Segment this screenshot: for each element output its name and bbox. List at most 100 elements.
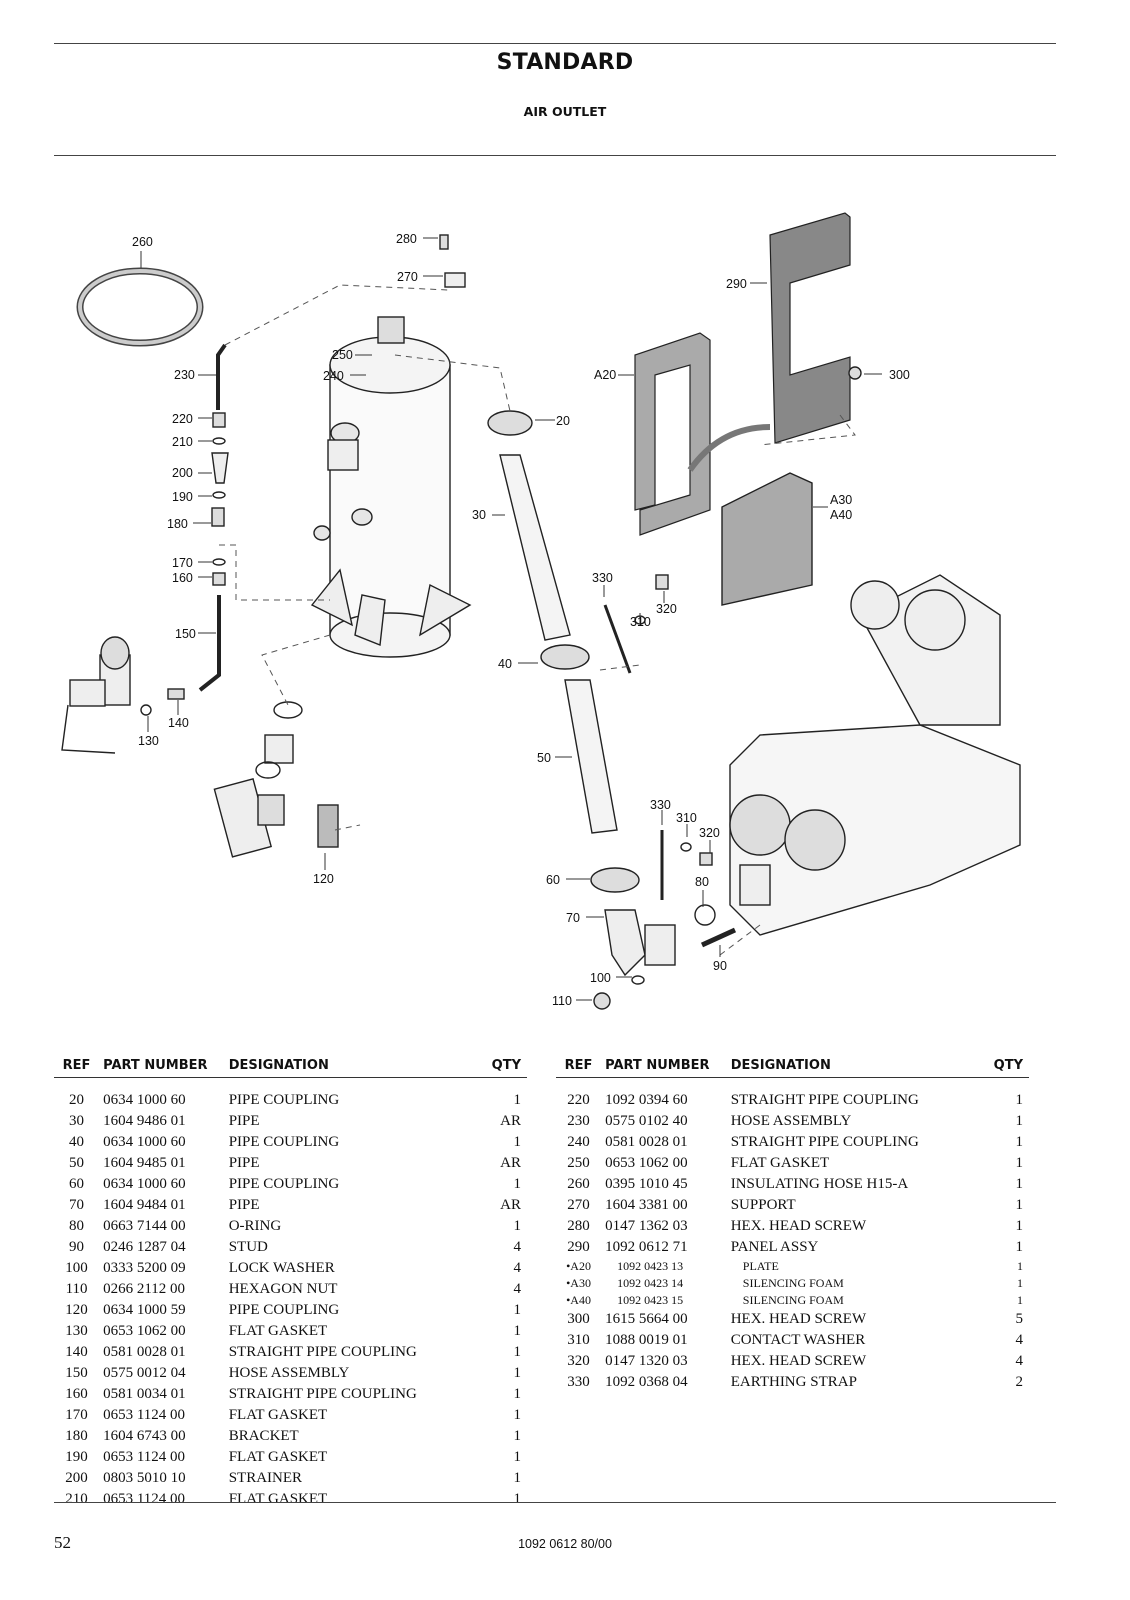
callout: 90	[713, 959, 727, 973]
row-ref: 230	[567, 1113, 590, 1129]
o-ring-drawing	[694, 904, 716, 926]
row-qty: 1	[1015, 1239, 1024, 1255]
row-ref: 170	[65, 1407, 88, 1423]
row-ref: 60	[69, 1176, 85, 1192]
lock-washer-drawing	[631, 975, 645, 985]
row-part-number: 0333 5200 09	[103, 1260, 186, 1276]
row-designation: FLAT GASKET	[228, 1407, 328, 1423]
row-part-number: 0653 1124 00	[103, 1491, 186, 1507]
screw-300-drawing	[848, 366, 862, 380]
row-ref: 320	[567, 1353, 590, 1369]
callout: 280	[396, 232, 417, 246]
callout: 210	[172, 435, 193, 449]
callout: 290	[726, 277, 747, 291]
footer-rule	[54, 1502, 1056, 1503]
row-qty: 4	[1015, 1353, 1024, 1369]
row-ref: 220	[567, 1092, 590, 1108]
row-ref: 80	[69, 1218, 85, 1234]
lower-coupling-drawing	[213, 701, 339, 858]
screw-320-drawing	[655, 574, 669, 590]
callout: 320	[699, 826, 720, 840]
row-designation: STRAINER	[228, 1470, 303, 1486]
callout: 110	[552, 994, 572, 1008]
row-part-number: 1088 0019 01	[605, 1332, 688, 1348]
row-designation: HOSE ASSEMBLY	[730, 1113, 852, 1129]
row-designation: LOCK WASHER	[228, 1260, 335, 1276]
callout: 120	[313, 872, 334, 886]
row-ref: 310	[567, 1332, 590, 1348]
header-designation: DESIGNATION	[730, 1058, 831, 1073]
row-designation: STUD	[228, 1239, 268, 1255]
row-designation: FLAT GASKET	[730, 1155, 830, 1171]
row-qty: 1	[1015, 1134, 1024, 1150]
row-part-number: 0575 0012 04	[103, 1365, 186, 1381]
row-ref: 140	[65, 1344, 88, 1360]
hex-head-screw-drawing	[439, 234, 449, 250]
compressor-element-drawing	[729, 574, 1021, 936]
row-part-number: 0653 1062 00	[103, 1323, 186, 1339]
row-ref: 110	[65, 1281, 88, 1297]
callout: 220	[172, 412, 193, 426]
callout-leaders	[140, 237, 882, 1001]
row-part-number: 0581 0028 01	[103, 1344, 186, 1360]
callout: 260	[132, 235, 153, 249]
callout: 20	[556, 414, 570, 428]
callout: 30	[472, 508, 486, 522]
callout: 170	[172, 556, 193, 570]
stud-drawing	[700, 927, 737, 948]
row-qty: 1	[1015, 1155, 1024, 1171]
row-ref: 250	[567, 1155, 590, 1171]
contact-washer-drawing-lower	[680, 842, 692, 852]
row-designation: BRACKET	[228, 1428, 299, 1444]
row-designation: STRAIGHT PIPE COUPLING	[228, 1344, 417, 1360]
row-qty: 1	[1017, 1259, 1023, 1273]
callout: 250	[332, 348, 353, 362]
row-qty: 1	[513, 1449, 522, 1465]
row-ref: 30	[69, 1113, 85, 1129]
exploded-parts-diagram: 260 280 270 290 300 250 240 230 220 210 …	[61, 212, 1021, 1010]
header-qty: QTY	[491, 1058, 521, 1073]
row-part-number: 0803 5010 10	[103, 1470, 186, 1486]
row-designation: HEXAGON NUT	[228, 1281, 338, 1297]
callout: A40	[830, 508, 852, 522]
callout: 150	[175, 627, 196, 641]
callout: 310	[630, 615, 651, 629]
table-header: REF PART NUMBER DESIGNATION QTY	[54, 1058, 527, 1078]
row-ref: 20	[69, 1092, 85, 1108]
callout: 130	[138, 734, 159, 748]
callout: 230	[174, 368, 195, 382]
row-ref: 210	[65, 1491, 88, 1507]
row-qty: 4	[1015, 1332, 1024, 1348]
callout: 140	[168, 716, 189, 730]
row-qty: 1	[513, 1344, 522, 1360]
row-qty: 1	[1017, 1276, 1023, 1290]
row-qty: AR	[500, 1113, 521, 1129]
row-part-number: 0634 1000 60	[103, 1092, 186, 1108]
row-designation: SILENCING FOAM	[742, 1276, 844, 1290]
row-part-number: 1092 0368 04	[605, 1374, 688, 1390]
row-ref: 90	[69, 1239, 85, 1255]
row-designation: STRAIGHT PIPE COUPLING	[730, 1134, 919, 1150]
row-part-number: 0634 1000 60	[103, 1176, 186, 1192]
row-designation: SUPPORT	[730, 1197, 796, 1213]
silencing-foam-drawing	[721, 472, 813, 606]
row-designation: PIPE COUPLING	[228, 1176, 340, 1192]
row-part-number: 0147 1320 03	[605, 1353, 688, 1369]
row-part-number: 0266 2112 00	[103, 1281, 186, 1297]
callout: A20	[594, 368, 616, 382]
row-designation: STRAIGHT PIPE COUPLING	[730, 1092, 919, 1108]
row-part-number: 1615 5664 00	[605, 1311, 688, 1327]
row-qty: 4	[513, 1281, 522, 1297]
row-designation: HEX. HEAD SCREW	[730, 1218, 867, 1234]
callout: 100	[590, 971, 611, 985]
callout: 160	[172, 571, 193, 585]
hexagon-nut-drawing	[593, 992, 611, 1010]
